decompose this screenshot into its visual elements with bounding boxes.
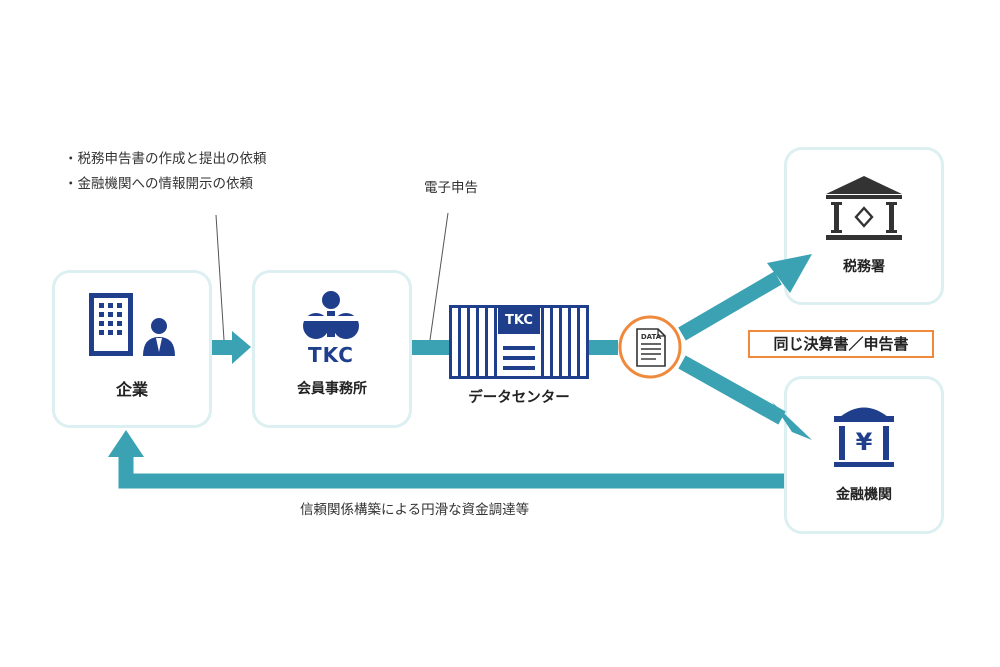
data-to-tax-office-arrow <box>678 254 812 341</box>
tkc-logo-text: TKC <box>308 343 354 367</box>
office-building-icon <box>89 293 133 356</box>
bank-card <box>784 376 944 534</box>
tkc-logo-icon <box>303 291 359 339</box>
return-arrow <box>108 430 784 489</box>
company-to-tkc-arrow <box>212 331 251 364</box>
tax-office-building-icon <box>826 176 902 240</box>
bank-label: 金融機関 <box>836 487 892 503</box>
datacenter-label: データセンター <box>468 390 570 406</box>
data-to-bank-arrow <box>678 355 812 440</box>
request-pointer-line <box>215 214 225 341</box>
tkc-to-datacenter-connector <box>412 340 450 355</box>
tkc-member-label: 会員事務所 <box>297 381 367 397</box>
efiling-pointer-line <box>429 212 449 341</box>
data-badge-text: DATA <box>640 333 662 341</box>
same-documents-box: 同じ決算書／申告書 <box>748 330 934 358</box>
datacenter-icon <box>449 305 589 379</box>
company-label: 企業 <box>115 380 148 399</box>
efiling-note: 電子申告 <box>424 180 478 196</box>
relationship-note: 信頼関係構築による円滑な資金調達等 <box>300 502 530 518</box>
bank-building-icon <box>834 407 894 467</box>
businessperson-icon <box>143 318 175 356</box>
yen-symbol: ¥ <box>855 428 873 456</box>
request-note-2: ・金融機関への情報開示の依頼 <box>64 176 253 192</box>
datacenter-logo-text: TKC <box>505 313 533 328</box>
tax-office-label: 税務署 <box>843 259 885 275</box>
request-note-1: ・税務申告書の作成と提出の依頼 <box>64 151 267 167</box>
datacenter-to-data-connector <box>588 340 618 355</box>
data-document-icon <box>618 315 682 379</box>
